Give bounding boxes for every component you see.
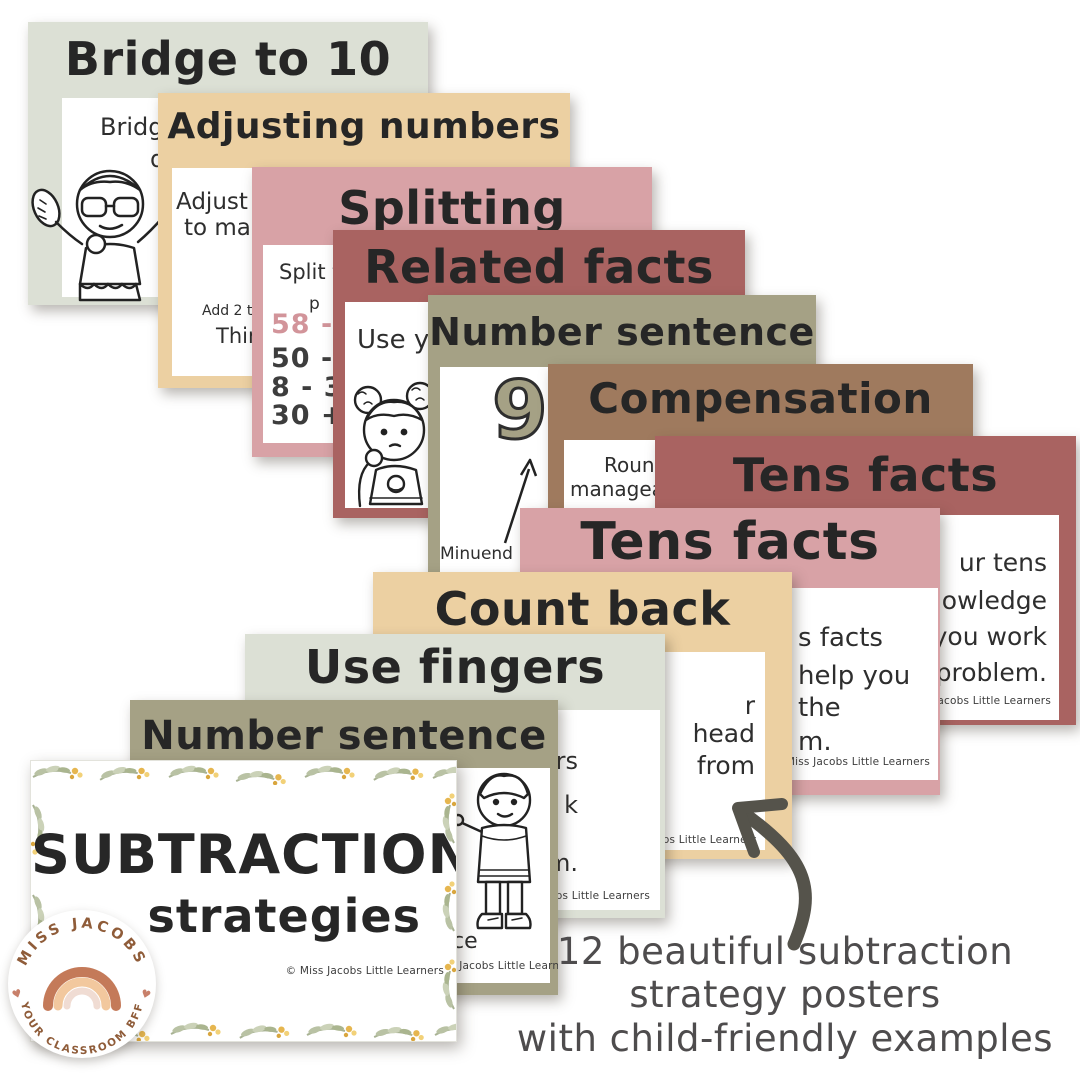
poster-body-text: you work xyxy=(932,622,1047,651)
minuend-digit: 9 xyxy=(491,364,550,457)
equation-line: 58 - xyxy=(271,309,334,340)
equation-line: 30 + xyxy=(271,400,345,431)
pointing-boy-illustration xyxy=(452,772,532,930)
equation-line: 50 - xyxy=(271,343,334,374)
caption-line: with child-friendly examples xyxy=(516,1016,1054,1060)
poster-body-text: ur tens xyxy=(958,548,1047,577)
logo-graphic: MISS JACOBS YOUR CLASSROOM BFF ♥ ♥ xyxy=(10,916,152,1057)
poster-title: Splitting xyxy=(338,181,566,235)
copyright-text: © Miss Jacobs Little Learners xyxy=(285,965,444,977)
poster-body-text: head xyxy=(692,719,755,748)
poster-body-text: from xyxy=(696,751,755,780)
poster-body-text: Round xyxy=(604,453,668,477)
poster-body-text: s facts xyxy=(798,623,883,653)
heart-icon: ♥ xyxy=(139,987,152,1002)
poster-body-text: p xyxy=(309,294,320,314)
cover-title: SUBTRACTION xyxy=(31,823,457,886)
caption-line: strategy posters xyxy=(629,973,941,1017)
poster-title: Use fingers xyxy=(304,640,606,694)
poster-body-text: k xyxy=(564,791,578,819)
pointer-arrow-icon xyxy=(503,458,538,544)
poster-body-text: r xyxy=(744,691,755,720)
copyright-text: © Miss Jacobs Little Learners xyxy=(771,756,930,768)
poster-body-text: m. xyxy=(798,727,832,757)
poster-title: Adjusting numbers xyxy=(167,106,561,147)
poster-title: Related facts xyxy=(364,240,714,294)
poster-title: Tens facts xyxy=(732,448,999,502)
poster-body-text: the xyxy=(798,693,841,723)
cover-card: SUBTRACTION strategies © Miss Jacobs Lit… xyxy=(30,760,457,1042)
poster-title: Compensation xyxy=(588,374,933,423)
caption-line: 12 beautiful subtraction xyxy=(556,930,1014,973)
logo-top-text: MISS JACOBS xyxy=(15,916,149,969)
marketing-caption: 12 beautiful subtraction strategy poster… xyxy=(490,930,1080,1060)
rainbow-icon xyxy=(43,967,121,1011)
heart-icon: ♥ xyxy=(10,986,23,1001)
poster-title: Tens facts xyxy=(580,512,880,572)
poster-title: Number sentence xyxy=(141,713,547,759)
poster-title: Bridge to 10 xyxy=(64,32,392,86)
curved-arrow-icon xyxy=(732,798,812,951)
thinking-girl-illustration xyxy=(353,381,435,508)
eucalyptus-border-right xyxy=(440,792,456,1010)
poster-body-text: help you xyxy=(798,661,911,691)
copyright-text: s Jacobs Little Learners xyxy=(450,960,558,972)
logo-bottom-text: YOUR CLASSROOM BFF xyxy=(18,1000,146,1057)
poster-body-text: problem. xyxy=(935,658,1047,687)
poster-body-text: nowledge xyxy=(925,586,1047,615)
miss-jacobs-logo-badge: MISS JACOBS YOUR CLASSROOM BFF ♥ ♥ xyxy=(8,910,156,1058)
poster-body-text: rs xyxy=(555,747,578,775)
minuend-label: Minuend xyxy=(440,544,513,564)
equation-line: 8 - 3 xyxy=(271,372,344,403)
poster-note-text: Add 2 to xyxy=(202,303,261,319)
cover-subtitle: strategies xyxy=(147,889,421,943)
eucalyptus-border-top xyxy=(32,763,456,785)
poster-title: Number sentence xyxy=(429,310,815,354)
poster-title: Count back xyxy=(434,582,731,636)
